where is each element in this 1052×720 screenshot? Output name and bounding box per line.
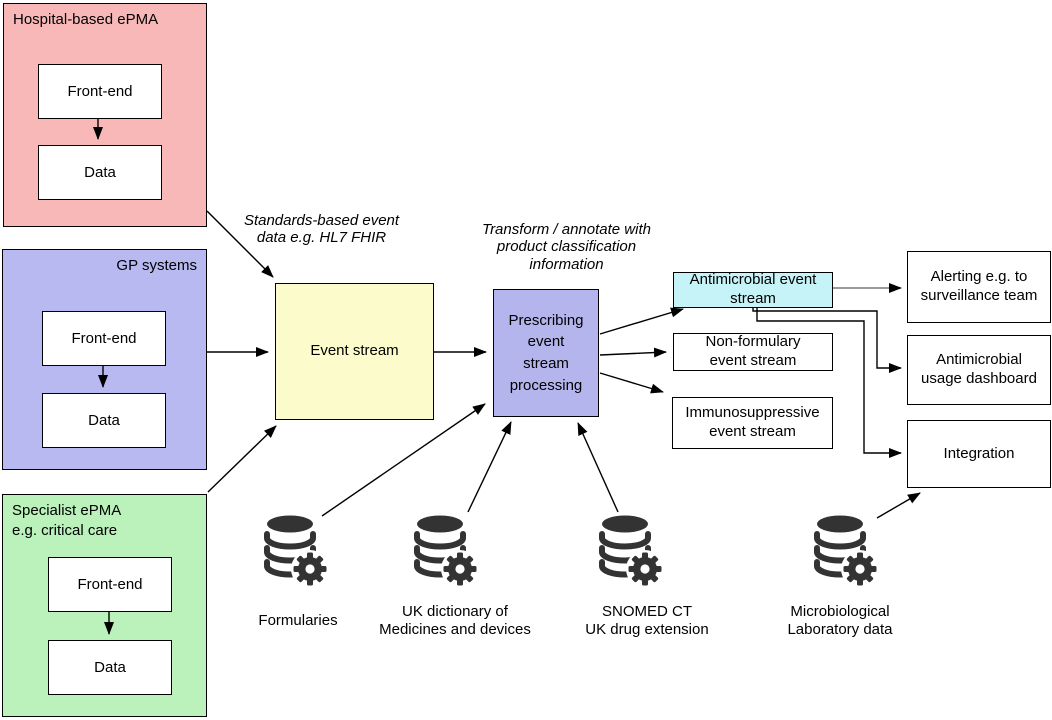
arrow-specialist-to-eventstream	[207, 425, 277, 493]
front-end-box: Front-end	[42, 311, 166, 366]
data-box: Data	[38, 145, 162, 200]
arrow-dmd-to-processing	[467, 421, 512, 513]
data-label: Data	[84, 164, 116, 181]
database-label-snomed: SNOMED CT UK drug extension	[585, 603, 709, 638]
database-gear-icon	[413, 512, 479, 595]
system-box-gp-systems: GP systems Front-end Data	[2, 249, 207, 470]
data-label: Data	[88, 412, 120, 429]
consumer-box-usage-dashboard: Antimicrobial usage dashboard	[907, 335, 1051, 405]
arrow-microbiology-to-integration	[876, 492, 921, 519]
consumer-box-integration: Integration	[907, 420, 1051, 488]
processing-box: Prescribing event stream processing	[493, 289, 599, 417]
stream-box-antimicrobial: Antimicrobial event stream	[673, 271, 833, 308]
arrow-processing-to-nonformulary	[599, 347, 667, 358]
arrow-snomed-to-processing	[577, 422, 619, 513]
database-label-dmd: UK dictionary of Medicines and devices	[379, 603, 531, 638]
system-title: Specialist ePMA e.g. critical care	[12, 502, 122, 539]
event-stream-box: Event stream	[275, 283, 434, 420]
annotation-transform-annotate: Transform / annotate with product classi…	[482, 221, 651, 273]
system-title: GP systems	[116, 257, 197, 274]
data-box: Data	[48, 640, 172, 695]
system-box-hospital-epma: Hospital-based ePMA Front-end Data	[3, 3, 207, 227]
database-label-microbiology: Microbiological Laboratory data	[787, 603, 893, 638]
database-label-formularies: Formularies	[258, 612, 338, 630]
data-box: Data	[42, 393, 166, 448]
front-end-box: Front-end	[48, 557, 172, 612]
stream-box-immunosuppressive: Immunosuppressive event stream	[672, 397, 833, 449]
database-gear-icon	[813, 512, 879, 595]
consumer-box-alerting: Alerting e.g. to surveillance team	[907, 251, 1051, 323]
arrow-formularies-to-processing	[321, 403, 486, 517]
front-end-label: Front-end	[71, 330, 137, 347]
arrow-processing-to-antimicrobial	[599, 307, 684, 335]
stream-box-non-formulary: Non-formulary event stream	[673, 333, 833, 371]
annotation-standards-based-event: Standards-based event data e.g. HL7 FHIR	[243, 212, 400, 247]
front-end-label: Front-end	[77, 576, 143, 593]
database-gear-icon	[598, 512, 664, 595]
system-box-specialist-epma: Specialist ePMA e.g. critical care Front…	[2, 494, 207, 717]
front-end-box: Front-end	[38, 64, 162, 119]
front-end-label: Front-end	[67, 83, 133, 100]
data-label: Data	[94, 659, 126, 676]
database-gear-icon	[263, 512, 329, 595]
system-title: Hospital-based ePMA	[13, 11, 159, 28]
arrow-processing-to-immunosuppressive	[599, 372, 664, 394]
